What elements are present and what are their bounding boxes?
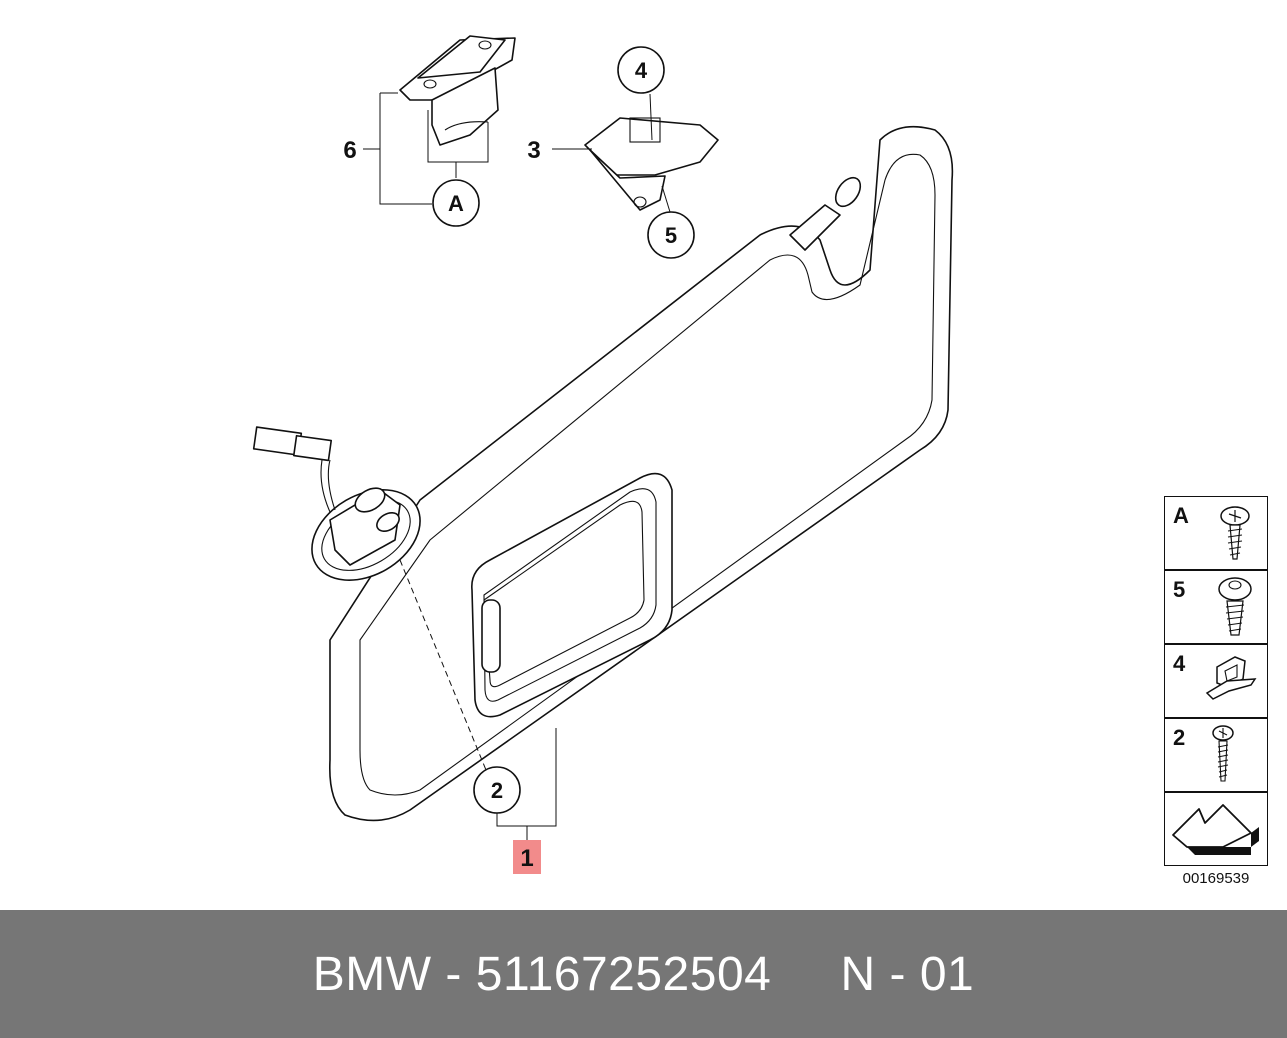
callout-5: 5 [647,211,695,259]
sun-visor-body [252,125,954,822]
svg-text:3: 3 [527,137,540,164]
screw-flat-head-icon [1220,506,1250,560]
bracket-cover [584,117,719,211]
screw-round-head-icon [1218,577,1252,636]
svg-text:1: 1 [520,845,533,872]
svg-text:A: A [448,191,464,216]
callout-2: 2 [473,766,521,814]
callout-4: 4 [617,46,665,94]
parts-diagram: 6 3 A 4 5 2 1 [252,35,954,874]
legend-item-a: A [1164,496,1268,570]
legend-key: 4 [1173,651,1186,676]
clip-icon [1205,656,1257,700]
screw-small-icon [1212,725,1234,782]
legend-key: 5 [1173,577,1186,602]
svg-text:6: 6 [343,137,356,164]
legend-item-2: 2 [1164,718,1268,792]
callout-6: 6 [343,137,356,164]
leader-lines [363,92,671,840]
legend-key: A [1173,503,1189,528]
callout-3: 3 [527,137,540,164]
mounting-bracket [399,35,516,146]
part-number-caption: BMW - 51167252504 N - 01 [312,947,975,1001]
callout-a: A [432,179,480,227]
legend-key: 2 [1173,725,1186,750]
svg-text:2: 2 [491,778,503,803]
fasteners-legend: A 5 4 2 [1164,496,1268,866]
legend-item-5: 5 [1164,570,1268,644]
legend-item-4: 4 [1164,644,1268,718]
legend-item-arrow [1164,792,1268,866]
svg-text:4: 4 [635,58,648,83]
footer-bar: BMW - 51167252504 N - 01 [0,910,1287,1038]
direction-arrow-icon [1172,804,1259,855]
svg-text:5: 5 [665,223,677,248]
document-number: 00169539 [1182,870,1250,887]
callout-1: 1 [513,840,541,874]
